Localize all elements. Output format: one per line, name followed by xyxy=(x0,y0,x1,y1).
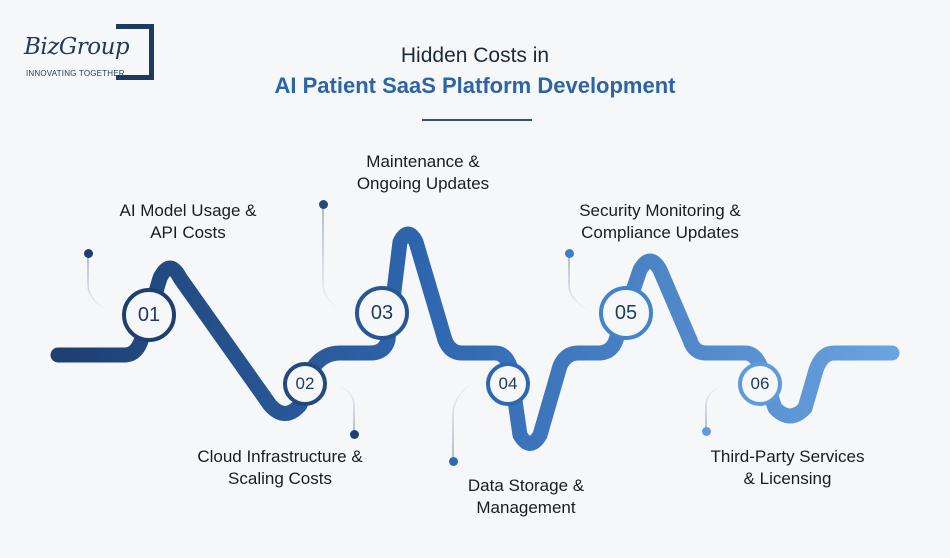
label-04: Data Storage & Management xyxy=(421,475,631,519)
step-circle-02: 02 xyxy=(283,362,327,406)
step-number-04: 04 xyxy=(498,374,518,393)
marker-dot-06 xyxy=(702,427,711,436)
marker-dot-01 xyxy=(84,249,93,258)
label-01-line-2: API Costs xyxy=(150,223,226,242)
title-divider xyxy=(422,119,532,121)
label-03-line-2: Ongoing Updates xyxy=(356,174,490,193)
label-06-line-2: & Licensing xyxy=(743,469,832,488)
logo-frame xyxy=(116,24,154,80)
label-04-line-2: Management xyxy=(476,498,576,517)
title-line-1: Hidden Costs in xyxy=(400,44,550,67)
label-01-line-1: AI Model Usage & xyxy=(119,201,257,220)
bizgroup-logo[interactable]: BizGroup INNOVATING TOGETHER xyxy=(22,24,162,86)
connector-line-04 xyxy=(452,381,475,461)
label-03: Maintenance & Ongoing Updates xyxy=(318,151,528,195)
label-05-line-2: Compliance Updates xyxy=(581,223,739,242)
connector-line-06 xyxy=(705,383,725,431)
label-02-line-2: Scaling Costs xyxy=(228,469,332,488)
step-number-06: 06 xyxy=(750,374,770,393)
label-01: AI Model Usage & API Costs xyxy=(78,200,298,244)
marker-dot-02 xyxy=(350,430,359,439)
step-circle-01: 01 xyxy=(122,288,176,342)
step-number-03: 03 xyxy=(370,301,394,324)
step-circle-05: 05 xyxy=(599,286,653,340)
step-number-01: 01 xyxy=(137,303,161,326)
step-number-02: 02 xyxy=(295,374,315,393)
logo-tagline: INNOVATING TOGETHER xyxy=(26,69,125,78)
connector-line-05 xyxy=(568,254,592,313)
label-02: Cloud Infrastructure & Scaling Costs xyxy=(165,446,395,490)
connector-line-01 xyxy=(87,254,111,313)
label-03-line-1: Maintenance & xyxy=(366,152,480,171)
logo-wordmark: BizGroup xyxy=(24,34,130,60)
label-06: Third-Party Services & Licensing xyxy=(680,446,895,490)
label-05: Security Monitoring & Compliance Updates xyxy=(550,200,770,244)
wave-path xyxy=(50,226,900,451)
marker-dot-05 xyxy=(565,249,574,258)
label-05-line-1: Security Monitoring & xyxy=(579,201,741,220)
step-circle-04: 04 xyxy=(486,362,530,406)
step-circle-06: 06 xyxy=(738,362,782,406)
marker-dot-04 xyxy=(449,457,458,466)
title-line-2: AI Patient SaaS Platform Development xyxy=(274,73,676,98)
step-circle-03: 03 xyxy=(355,286,409,340)
step-number-05: 05 xyxy=(614,301,638,324)
label-02-line-1: Cloud Infrastructure & xyxy=(197,447,363,466)
connector-line-02 xyxy=(335,383,355,434)
label-04-line-1: Data Storage & xyxy=(467,476,585,495)
marker-dot-03 xyxy=(319,200,328,209)
label-06-line-1: Third-Party Services xyxy=(710,447,865,466)
connector-line-03 xyxy=(322,205,346,313)
